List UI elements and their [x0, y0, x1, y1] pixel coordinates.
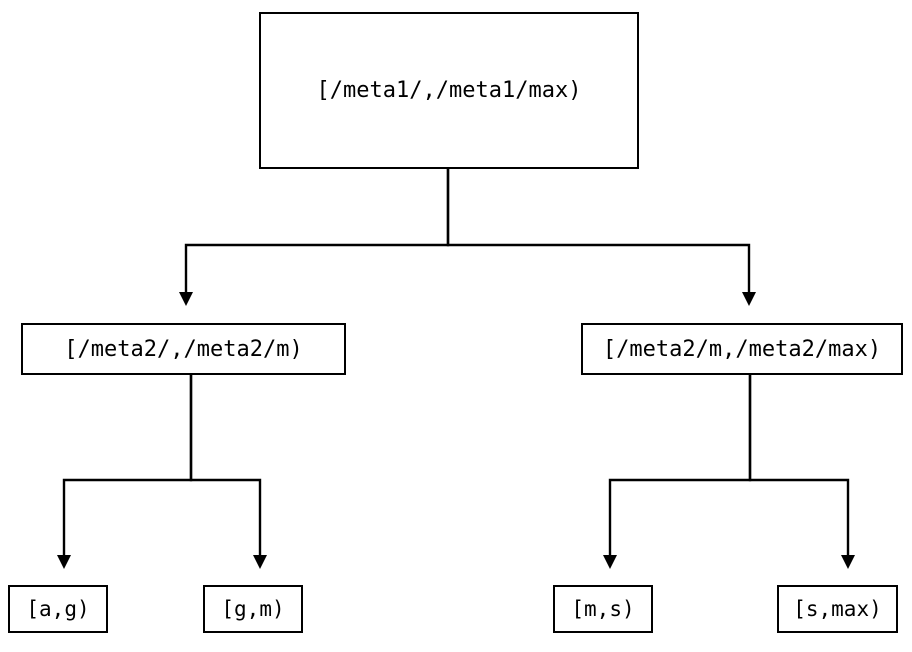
node-leaf-1-label: [a,g)	[26, 597, 90, 621]
edge-root-to-mid-right	[446, 169, 756, 306]
node-leaf-3: [m,s)	[553, 585, 653, 633]
arrowhead-icon	[253, 555, 267, 569]
node-root-label: [/meta1/,/meta1/max)	[316, 78, 582, 103]
arrowhead-icon	[603, 555, 617, 569]
node-mid-right-label: [/meta2/m,/meta2/max)	[602, 336, 882, 362]
edge-mid-left-to-leaf-2	[189, 375, 267, 569]
node-leaf-1: [a,g)	[8, 585, 108, 633]
node-root: [/meta1/,/meta1/max)	[259, 12, 639, 169]
node-mid-left: [/meta2/,/meta2/m)	[21, 323, 346, 375]
node-leaf-2: [g,m)	[203, 585, 303, 633]
node-mid-right: [/meta2/m,/meta2/max)	[581, 323, 903, 375]
arrowhead-icon	[742, 292, 756, 306]
edge-root-to-mid-left	[179, 169, 450, 306]
arrowhead-icon	[179, 292, 193, 306]
edge-mid-right-to-leaf-4	[748, 375, 855, 569]
arrowhead-icon	[841, 555, 855, 569]
node-mid-left-label: [/meta2/,/meta2/m)	[64, 336, 303, 362]
arrowhead-icon	[57, 555, 71, 569]
node-leaf-3-label: [m,s)	[571, 597, 635, 621]
node-leaf-2-label: [g,m)	[221, 597, 285, 621]
edge-mid-right-to-leaf-3	[603, 375, 752, 569]
node-leaf-4: [s,max)	[777, 585, 898, 633]
node-leaf-4-label: [s,max)	[793, 597, 882, 621]
edge-mid-left-to-leaf-1	[57, 375, 193, 569]
